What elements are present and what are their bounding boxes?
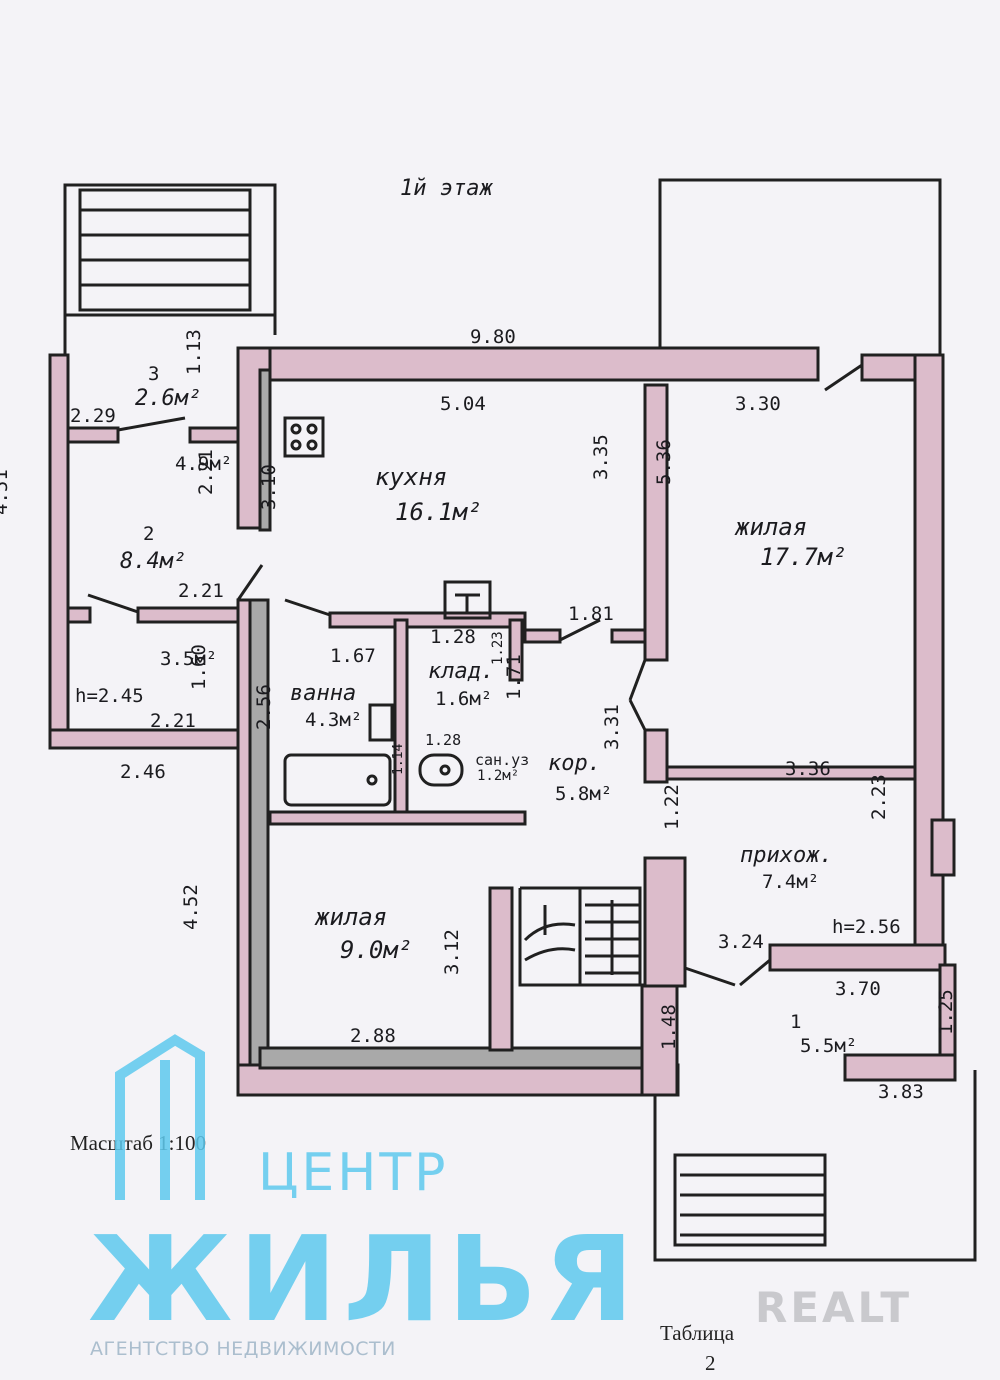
dim-123: 1.23 [490, 631, 506, 665]
dim-top-total: 9.80 [470, 326, 516, 348]
dim-125: 1.25 [935, 989, 957, 1035]
dim-288: 2.88 [350, 1025, 396, 1047]
dim-living-top: 3.30 [735, 393, 781, 415]
room2-number: 2 [143, 523, 154, 545]
dim-room3-width: 2.29 [70, 405, 116, 427]
dim-223: 2.23 [868, 774, 890, 820]
fixtures [283, 416, 642, 987]
dim-246: 2.46 [120, 761, 166, 783]
chimney-icon [443, 580, 492, 620]
outer-walls [48, 346, 957, 1097]
kitchen-name: кухня [375, 463, 447, 491]
logo-agency-text: АГЕНТСТВО НЕДВИЖИМОСТИ [90, 1338, 396, 1360]
staircase [518, 886, 642, 987]
room3-number: 3 [148, 363, 159, 385]
living1-area: 17.7м² [760, 543, 847, 571]
height-right: h=2.56 [832, 916, 901, 938]
pantry-area: 1.6м² [435, 688, 492, 710]
table-label: Таблица [660, 1321, 735, 1345]
dim-left-height: 4.51 [0, 469, 12, 515]
living2-area: 9.0м² [340, 936, 412, 964]
porch-bottom [653, 1070, 977, 1262]
kitchen-area: 16.1м² [395, 498, 482, 526]
corridor-name: кор. [548, 751, 601, 776]
floor-title: 1й этаж [400, 176, 493, 201]
pantry-name: клад. [428, 659, 494, 684]
stove-icon [283, 416, 325, 458]
dimension-labels: 9.80 5.04 3.30 2.29 4.51 1.13 3.10 2.21 … [0, 326, 957, 1103]
room-labels: 3 2.6м² 4.9м² 2 8.4м² 3.5м² h=2.45 кухня… [75, 363, 901, 1057]
realt-watermark: REALT [755, 1283, 912, 1332]
dim-128-bottom: 1.28 [425, 731, 461, 749]
doors [87, 363, 863, 987]
dim-kitchen-top: 5.04 [440, 393, 486, 415]
room-35-area: 3.5м² [160, 648, 217, 670]
dim-312: 3.12 [441, 929, 463, 975]
dim-167: 1.67 [330, 645, 376, 667]
dim-370: 3.70 [835, 978, 881, 1000]
dim-living-right: 5.36 [653, 439, 675, 485]
dim-128-top: 1.28 [430, 626, 476, 648]
scale-label: Масштаб 1:100 [70, 1131, 206, 1155]
room2-area: 8.4м² [120, 549, 186, 574]
hall-area: 7.4м² [762, 871, 819, 893]
room-49-area: 4.9м² [175, 453, 232, 475]
dim-148: 1.48 [658, 1004, 680, 1050]
dim-114: 1.14 [391, 744, 406, 775]
dim-171: 1.71 [503, 654, 525, 700]
interior-walls [66, 383, 917, 1052]
wc-area: 1.2м² [477, 768, 519, 784]
dim-kitchen-right: 3.35 [590, 434, 612, 480]
dim-181: 1.81 [568, 603, 614, 625]
sink-icon [368, 703, 394, 742]
living1-name: жилая [734, 513, 807, 541]
toilet-icon [418, 753, 464, 787]
bath-name: ванна [290, 681, 356, 706]
porch-top-left [63, 183, 277, 355]
bath-area: 4.3м² [305, 709, 362, 731]
dim-122: 1.22 [661, 784, 683, 830]
dim-221-bottom: 2.21 [150, 710, 196, 732]
table-number: 2 [705, 1351, 716, 1375]
agency-logo: ЦЕНТР ЖИЛЬЯ АГЕНТСТВО НЕДВИЖИМОСТИ [88, 1034, 640, 1360]
room1-area: 5.5м² [800, 1035, 857, 1057]
terrace-top-right [658, 178, 942, 355]
height-left: h=2.45 [75, 685, 144, 707]
room1-number: 1 [790, 1011, 801, 1033]
dim-336: 3.36 [785, 758, 831, 780]
dim-160: 1.60 [188, 644, 210, 690]
logo-zhilya-text: ЖИЛЬЯ [88, 1210, 640, 1348]
dim-kitchen-height: 3.10 [258, 464, 280, 510]
dim-324: 3.24 [718, 931, 764, 953]
living2-name: жилая [314, 903, 387, 931]
room3-area: 2.6м² [135, 386, 201, 411]
dim-452: 4.52 [180, 884, 202, 930]
hall-name: прихож. [740, 843, 833, 868]
dim-room3-height: 1.13 [183, 329, 205, 375]
corridor-area: 5.8м² [555, 783, 612, 805]
dim-383: 3.83 [878, 1081, 924, 1103]
dim-221-vertical: 2.21 [195, 449, 217, 495]
bathtub-icon [283, 753, 392, 807]
wc-name: сан.уз [475, 751, 529, 769]
dim-331: 3.31 [601, 704, 623, 750]
dim-room2-bottom: 2.21 [178, 580, 224, 602]
dim-256: 2.56 [253, 684, 275, 730]
logo-center-text: ЦЕНТР [258, 1143, 448, 1203]
